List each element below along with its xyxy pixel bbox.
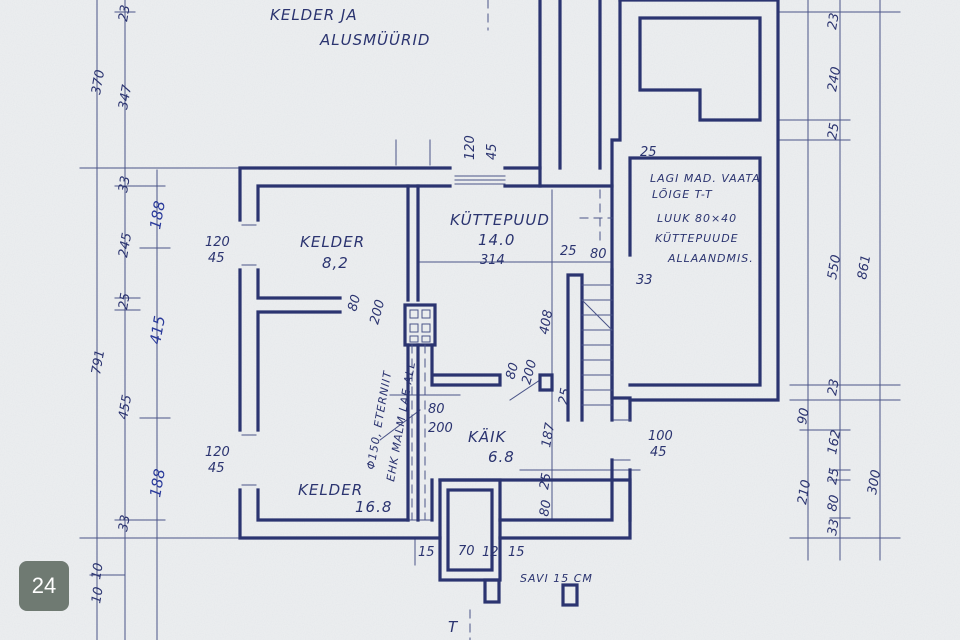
- dim-right-550: 550: [825, 254, 844, 281]
- win-right-h: 45: [650, 445, 667, 460]
- note-luuk-3: ALLAANDMIS.: [667, 252, 754, 265]
- dim-right-300: 300: [865, 469, 884, 496]
- win-top-h: 45: [485, 143, 500, 160]
- dim-right-23b: 23: [825, 378, 843, 397]
- dim-408: 408: [537, 309, 556, 336]
- note-luuk-1: LUUK 80×40: [657, 212, 737, 225]
- dim-25c: 25: [556, 387, 574, 406]
- dim-right-23a: 23: [825, 12, 843, 31]
- dim-well-15a: 15: [418, 545, 435, 560]
- title-line-1: KELDER JA: [270, 6, 358, 24]
- dim-left-188b: 188: [146, 467, 169, 498]
- dim-25a: 25: [560, 244, 577, 259]
- page-number-badge: 24: [19, 561, 69, 611]
- section-mark: T: [448, 618, 459, 636]
- door-kaik-h: 200: [428, 421, 453, 436]
- dim-right-90: 90: [795, 407, 813, 426]
- dim-right-25b: 25: [825, 467, 843, 486]
- dim-left-188a: 188: [146, 199, 169, 230]
- dim-left-25: 25: [116, 292, 134, 311]
- dim-right-33: 33: [825, 518, 843, 537]
- win-left-top-w: 120: [205, 235, 230, 250]
- dim-left-245: 245: [116, 232, 135, 259]
- stair-and-details: [241, 0, 631, 640]
- dim-33: 33: [636, 273, 653, 288]
- dim-left-347: 347: [116, 83, 135, 111]
- dim-left-23: 23: [116, 4, 134, 23]
- door-stair-h: 200: [519, 358, 540, 386]
- title-line-2: ALUSMÜÜRID: [319, 30, 430, 49]
- dim-right-240: 240: [825, 66, 844, 93]
- win-left-bottom-h: 45: [208, 461, 225, 476]
- win-left-top-h: 45: [208, 251, 225, 266]
- door-kelder-h: 200: [367, 298, 388, 326]
- room-kelder-small-area: 8,2: [322, 254, 349, 272]
- dim-left-33b: 33: [116, 514, 134, 533]
- note-luuk-2: KÜTTEPUUDE: [655, 232, 739, 245]
- dim-80b: 80: [537, 499, 555, 518]
- dimension-lines: [79, 0, 901, 640]
- dim-left-415: 415: [146, 314, 169, 345]
- dim-left-33a: 33: [116, 175, 134, 194]
- dim-well-15b: 15: [508, 545, 525, 560]
- dim-right-25a: 25: [825, 122, 843, 141]
- door-stair-w: 80: [503, 361, 522, 381]
- room-kelder-large-area: 16.8: [355, 498, 392, 516]
- dim-left-10a: 10: [89, 562, 107, 581]
- win-left-bottom-w: 120: [205, 445, 230, 460]
- door-kelder-w: 80: [345, 293, 364, 313]
- dim-well-12: 12: [482, 545, 499, 560]
- dim-left-791: 791: [89, 349, 108, 376]
- dim-right-80: 80: [825, 494, 843, 513]
- dim-left-370: 370: [89, 69, 108, 96]
- room-kelder-small-name: KELDER: [300, 233, 365, 251]
- room-kaik-name: KÄIK: [468, 427, 507, 446]
- dim-well-70: 70: [458, 544, 475, 559]
- dim-80a: 80: [590, 247, 607, 262]
- dim-left-10b: 10: [89, 586, 107, 605]
- dim-right-210: 210: [795, 479, 814, 506]
- door-kaik-w: 80: [428, 402, 445, 417]
- room-kelder-large-name: KELDER: [298, 481, 363, 499]
- room-kuttepuud-dim: 314: [480, 253, 505, 268]
- note-lagi-2: LÕIGE T-T: [652, 188, 713, 201]
- win-right-w: 100: [648, 429, 673, 444]
- note-lagi-1: LAGI MAD. VAATA: [650, 172, 761, 185]
- dim-187: 187: [539, 421, 558, 449]
- room-kaik-area: 6.8: [488, 448, 515, 466]
- dim-right-861: 861: [855, 254, 874, 281]
- room-kuttepuud-area: 14.0: [478, 231, 515, 249]
- note-savi: SAVI 15 CM: [520, 572, 593, 585]
- win-top-w: 120: [463, 135, 478, 160]
- dim-25b: 25: [640, 145, 657, 160]
- walls: [238, 0, 780, 607]
- room-kuttepuud-name: KÜTTEPUUD: [450, 210, 550, 229]
- dim-right-162: 162: [825, 429, 844, 456]
- dim-25d: 25: [537, 472, 555, 491]
- dim-left-455: 455: [116, 394, 135, 421]
